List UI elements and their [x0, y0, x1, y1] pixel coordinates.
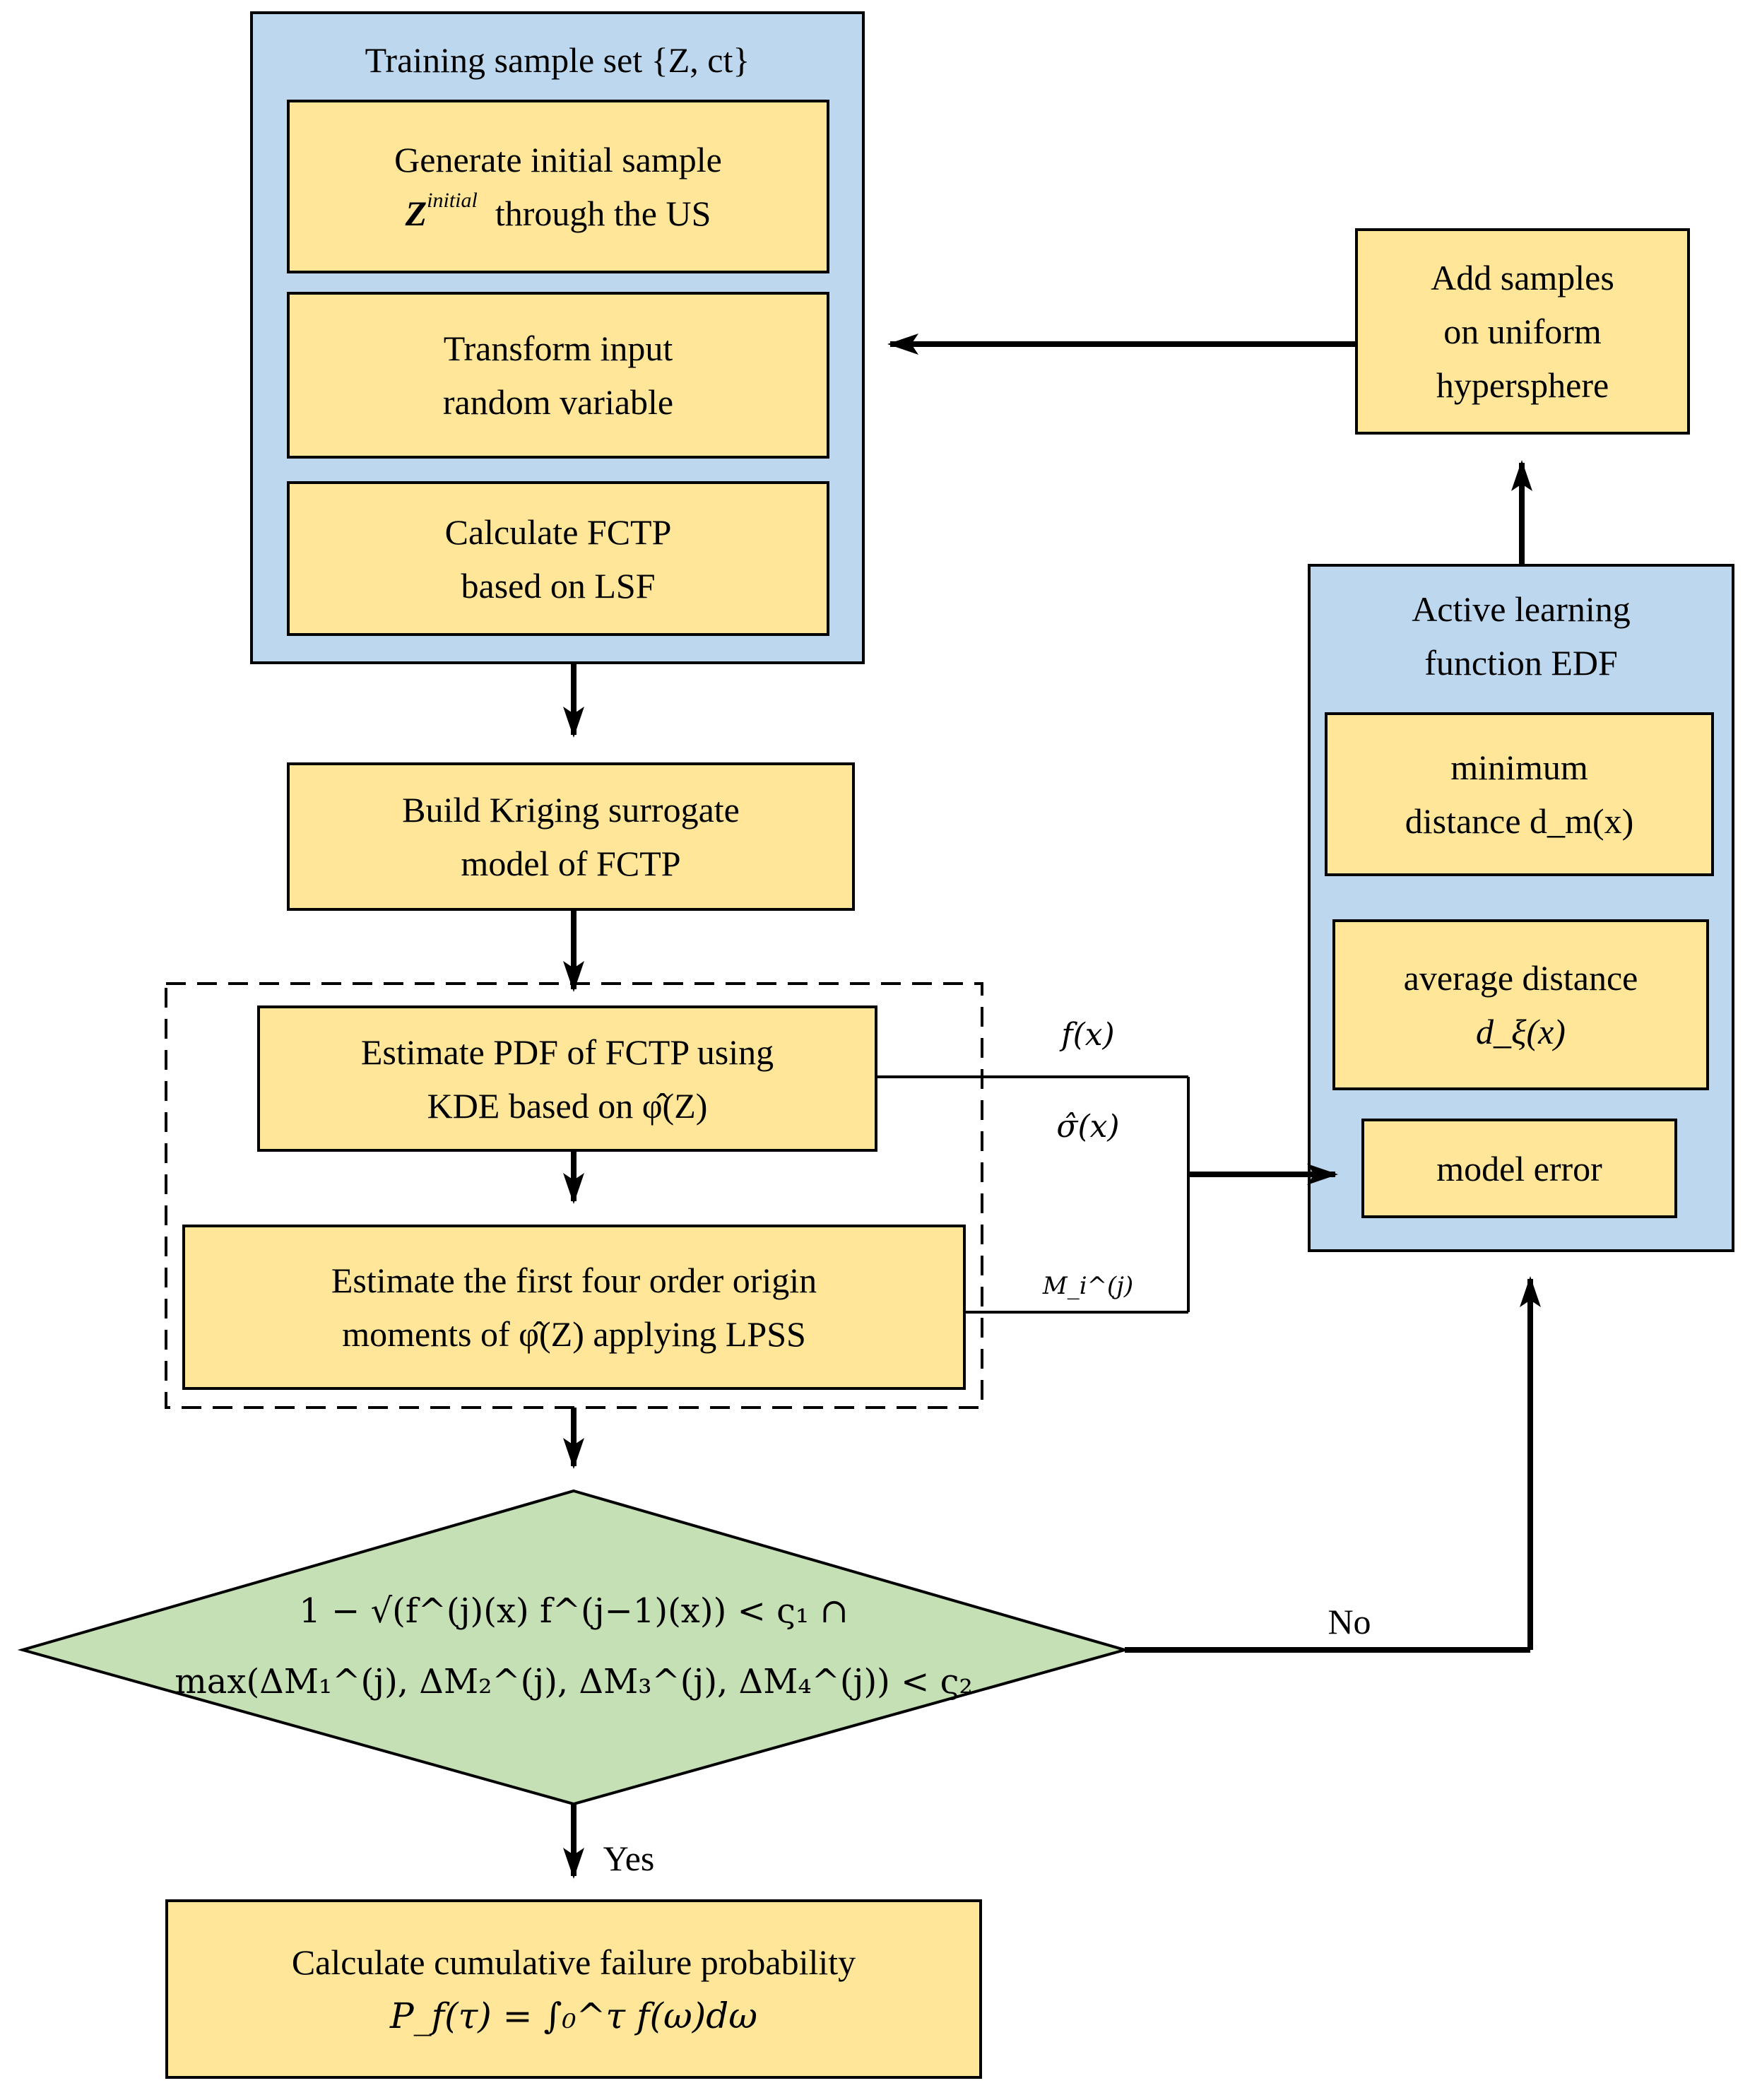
kde-label: Estimate PDF of FCTP using KDE based on … [360, 1032, 774, 1126]
average-distance-label: average distance d_ξ(x) [1403, 958, 1638, 1051]
model-error-box [1361, 1119, 1677, 1218]
edge-label-f-x: f(x) [1061, 1017, 1115, 1053]
moments-label: Estimate the first four order origin mom… [331, 1261, 817, 1354]
transform-variable-box [287, 292, 829, 459]
training-group-title: Training sample set {Z, ct} [365, 40, 750, 80]
generate-sample-label: Generate initial sample Zinitial through… [394, 140, 722, 233]
minimum-distance-box [1325, 712, 1714, 876]
final-box [165, 1899, 982, 2079]
final-label: Calculate cumulative failure probability… [291, 1942, 856, 2036]
add-samples-label: Add samples on uniform hypersphere [1431, 258, 1614, 405]
active-learning-title: Active learning function EDF [1412, 589, 1631, 683]
transform-variable-label: Transform input random variable [442, 329, 674, 422]
calculate-fctp-box [287, 481, 829, 636]
model-error-label: model error [1436, 1148, 1602, 1188]
add-samples-box [1355, 228, 1690, 435]
kde-box [257, 1005, 877, 1152]
generate-sample-box [287, 100, 829, 273]
edge-label-no: No [1328, 1602, 1371, 1641]
moments-box [182, 1225, 966, 1390]
decision-label: 1 − √(f^(j)(x) f^(j−1)(x)) < ς₁ ∩ max(ΔM… [175, 1591, 973, 1701]
kriging-label: Build Kriging surrogate model of FCTP [402, 790, 740, 883]
calculate-fctp-label: Calculate FCTP based on LSF [444, 512, 672, 606]
average-distance-box [1332, 919, 1709, 1090]
minimum-distance-label: minimum distance d_m(x) [1405, 748, 1634, 841]
kriging-box [287, 762, 855, 911]
edge-label-m-i: M_i^(j) [1042, 1272, 1134, 1300]
edge-label-sigma-x: σ̂(x) [1056, 1109, 1120, 1145]
edge-label-yes: Yes [603, 1839, 655, 1878]
